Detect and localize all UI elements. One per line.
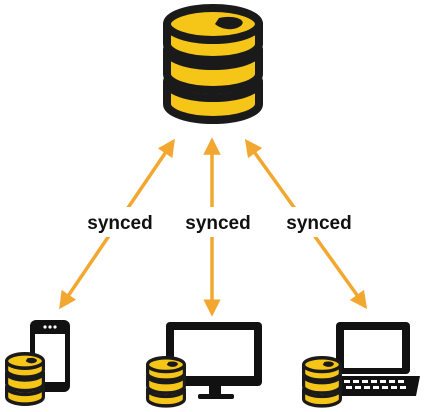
desktop-monitor-icon bbox=[166, 322, 262, 399]
synced-label-left: synced bbox=[79, 207, 161, 237]
phone-database-icon bbox=[4, 351, 46, 407]
link-label: synced bbox=[185, 213, 250, 234]
desktop-database-icon bbox=[145, 356, 187, 408]
synced-label-center: synced bbox=[177, 207, 259, 237]
link-label: synced bbox=[286, 213, 351, 234]
synced-label-right: synced bbox=[278, 207, 360, 237]
laptop-database-icon bbox=[301, 356, 343, 408]
link-label: synced bbox=[87, 213, 152, 234]
laptop-icon bbox=[326, 322, 420, 396]
central-database-icon bbox=[167, 8, 259, 120]
